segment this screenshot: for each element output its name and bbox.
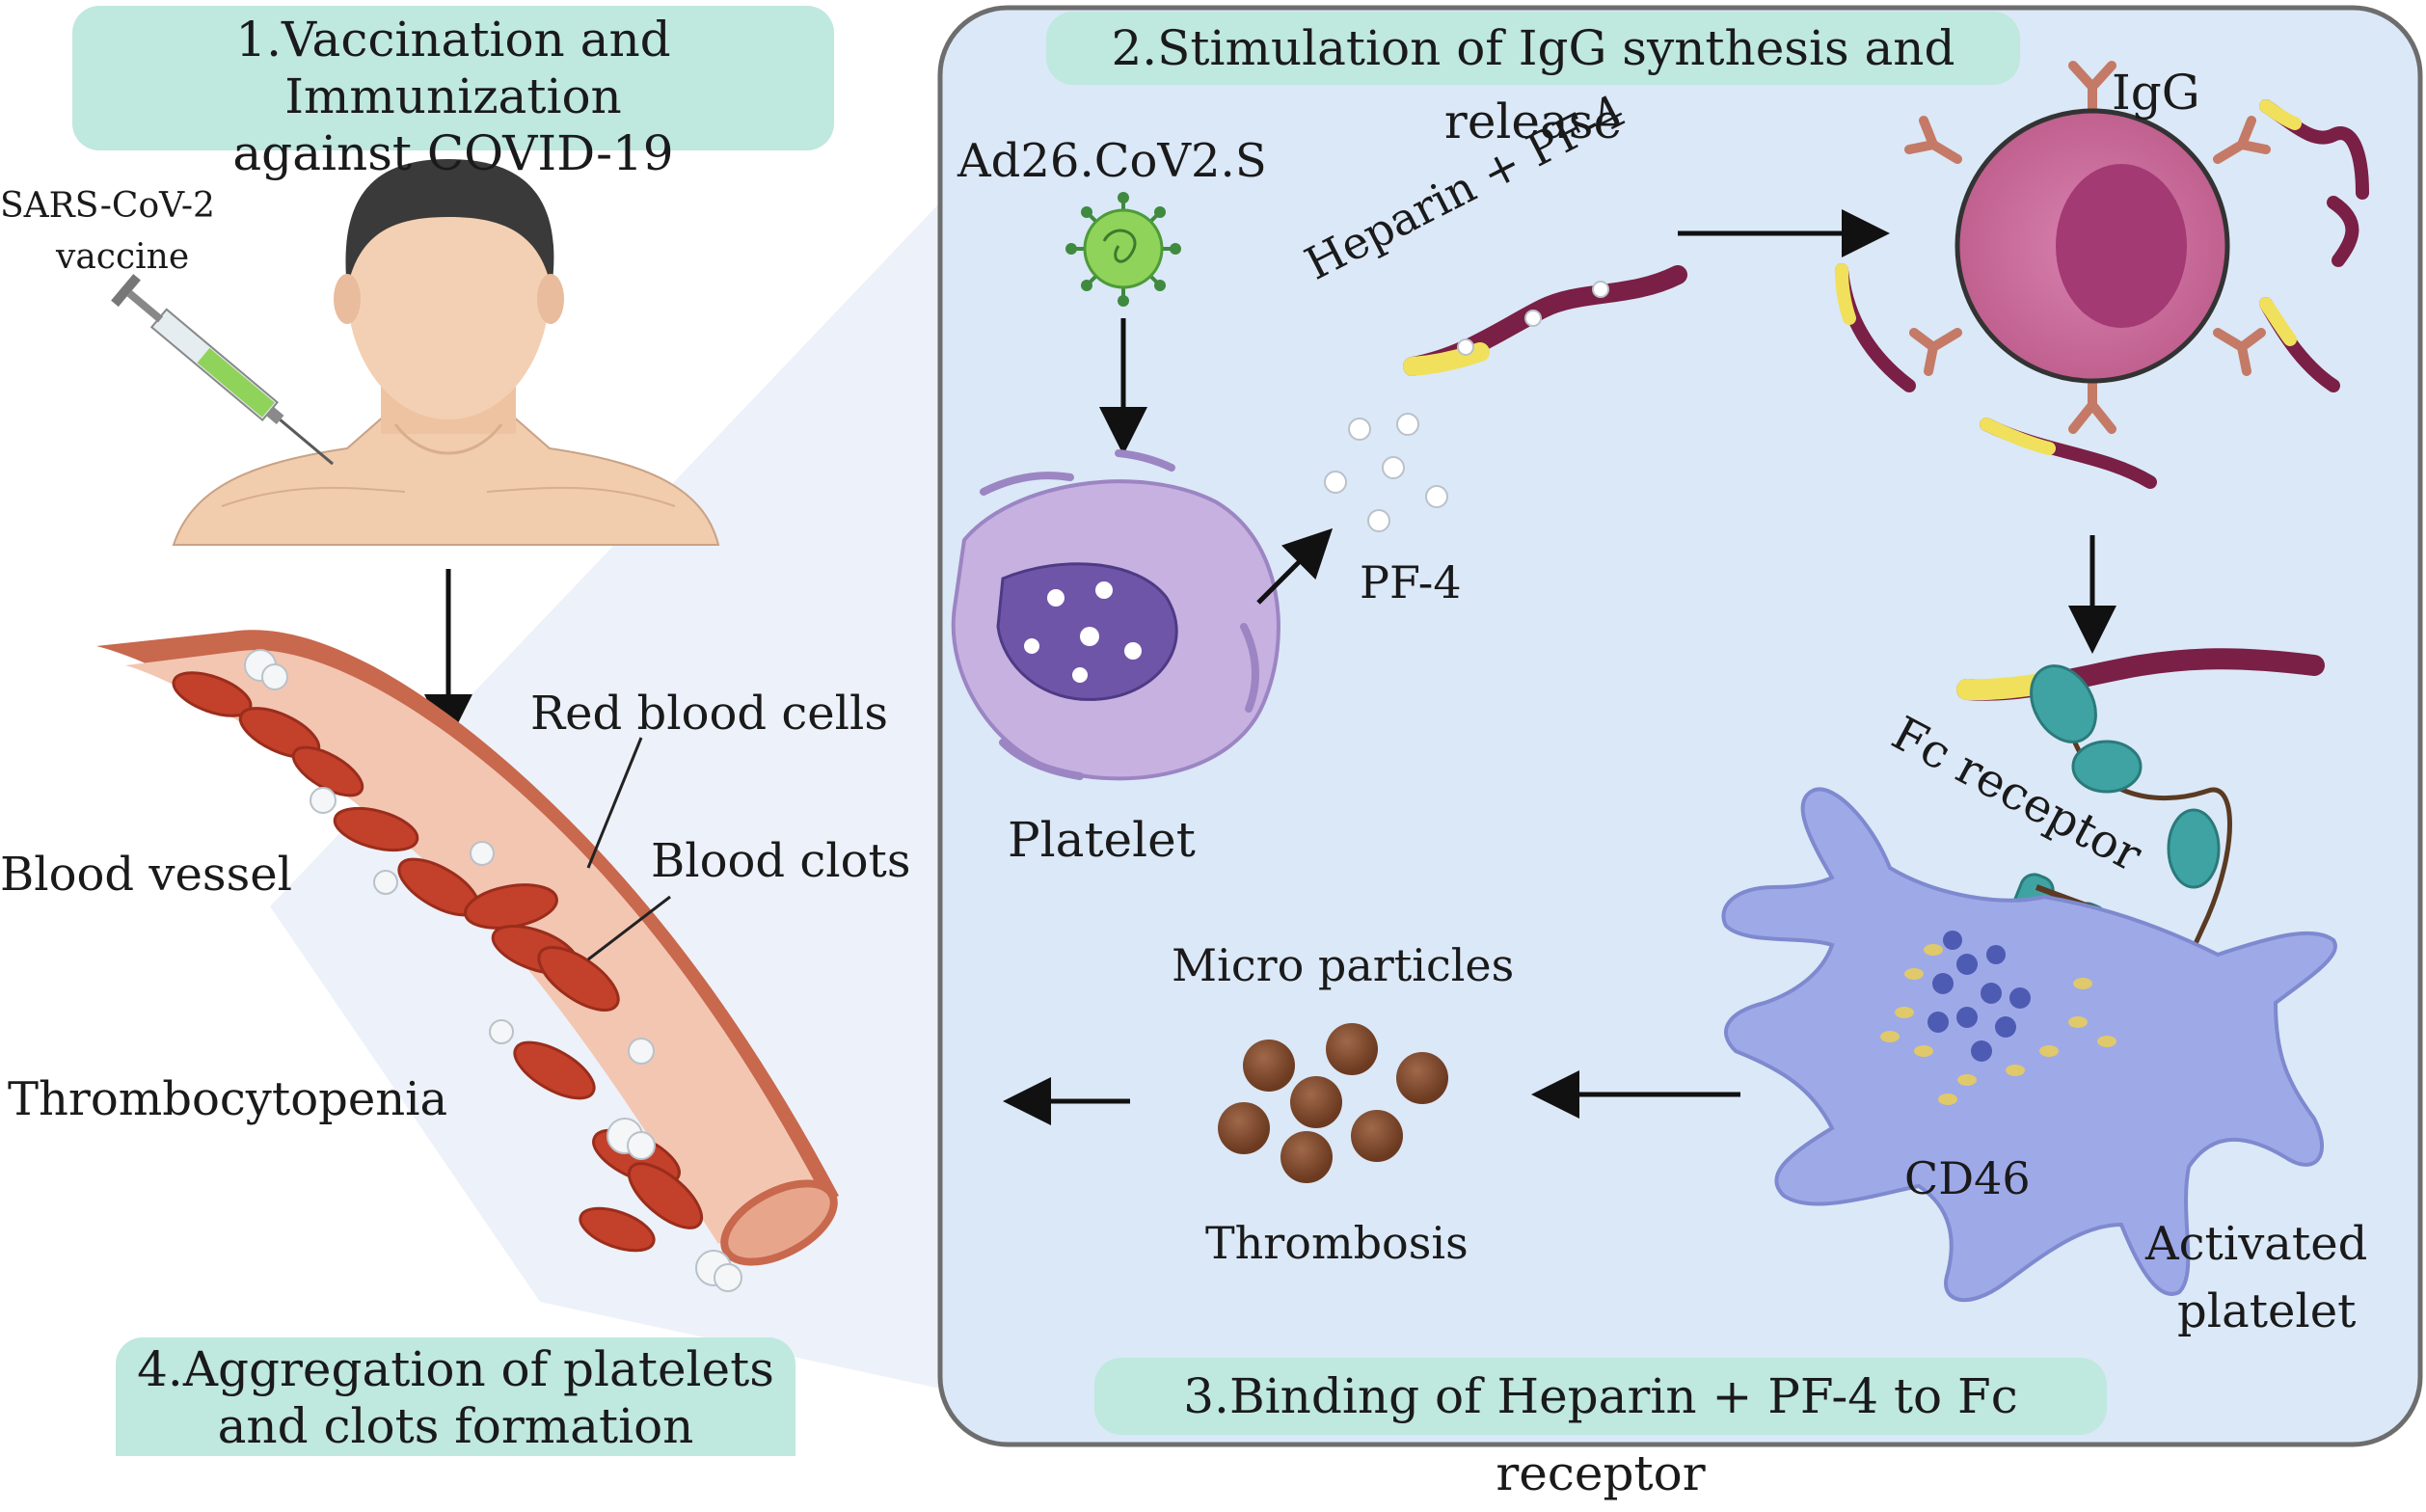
step4-title-line1: 4.Aggregation of platelets [137,1341,774,1397]
cd46-label: CD46 [1904,1152,2031,1204]
leader-red-blood-cells [586,737,643,869]
leader-blood-clots [587,895,671,961]
platelet-cell [951,449,1280,781]
thrombosis-label: Thrombosis [1205,1217,1469,1269]
pf4-label: PF-4 [1360,556,1462,608]
step2-box: 2.Stimulation of IgG synthesis and relea… [1046,12,2020,149]
heparin-pf4-chain [1403,265,1687,376]
pf4-molecules [1324,413,1448,532]
step2-title: 2.Stimulation of IgG synthesis and relea… [1111,20,1955,149]
activated-platelet-label-line1: Activated [2145,1217,2368,1271]
activated-platelet-label-line2: platelet [2177,1284,2357,1338]
activated-platelet [1721,787,2337,1302]
vaccine-label-line1: SARS-CoV-2 [0,186,215,226]
igg-label: IgG [2112,65,2200,121]
blood-vessel [96,630,839,1266]
illustration [96,5,2423,1447]
red-blood-cells-label: Red blood cells [530,687,889,741]
step1-title-line2: against COVID-19 [232,125,674,181]
blood-vessel-label: Blood vessel [0,848,292,902]
micro-particles [1218,1023,1448,1183]
virus-icon [1065,192,1181,307]
ad26-label: Ad26.CoV2.S [957,134,1267,188]
syringe-icon [111,274,334,466]
diagram-canvas: 1.Vaccination and Immunization against C… [0,5,2423,1501]
micro-particles-label: Micro particles [1172,939,1515,991]
platelet-label: Platelet [1008,812,1196,868]
step3-box: 3.Binding of Heparin + PF-4 to Fc recept… [1094,1358,2107,1501]
platelet-clots [244,649,742,1292]
person-figure [172,159,720,546]
b-cell [1835,61,2369,489]
step4-title-line2: and clots formation [217,1398,694,1454]
arrow-platelet-to-pf4 [1256,527,1334,605]
step1-box: 1.Vaccination and Immunization against C… [72,6,834,181]
blood-clots-label: Blood clots [651,834,911,888]
step1-title-line1: 1.Vaccination and Immunization [235,12,671,124]
thrombocytopenia-label: Thrombocytopenia [8,1072,448,1126]
step4-box: 4.Aggregation of platelets and clots for… [116,1337,795,1456]
vaccine-label-line2: vaccine [56,237,190,277]
